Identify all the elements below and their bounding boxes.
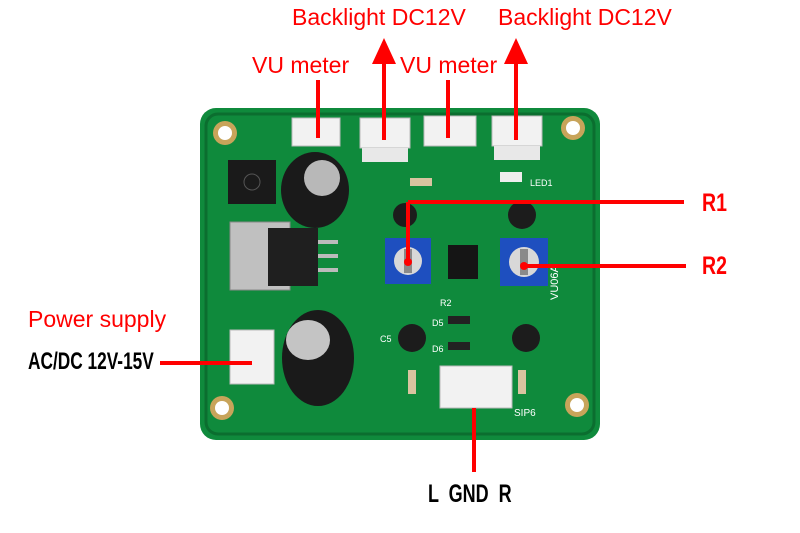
backlight-right-arrowhead	[504, 38, 528, 64]
silk-led1: LED1	[530, 178, 553, 188]
power-supply-label: Power supply	[28, 306, 167, 332]
r1-label: R1	[702, 189, 727, 217]
ic-chip	[448, 245, 478, 279]
silk-model: VU06A	[549, 264, 561, 300]
silk-d6: D6	[432, 344, 444, 354]
pcb-edge	[204, 112, 596, 436]
small-components	[408, 172, 526, 394]
audio-connector	[439, 365, 513, 409]
r1-dot	[404, 258, 412, 266]
mounting-holes	[210, 116, 589, 420]
r2-dot	[520, 262, 528, 270]
bridge-rectifier	[228, 160, 276, 204]
bridge-marker	[243, 173, 261, 191]
vu-meter-label-left: VU meter	[252, 52, 350, 78]
silk-d5: D5	[432, 318, 444, 328]
backlight-label-right: Backlight DC12V	[498, 4, 672, 30]
top-capacitor	[281, 152, 349, 228]
power-input-label: AC/DC 12V-15V	[28, 348, 154, 375]
voltage-regulator	[268, 228, 318, 286]
r2-label: R2	[702, 252, 727, 280]
silk-r2: R2	[440, 298, 452, 308]
backlight-label-left: Backlight DC12V	[292, 4, 466, 30]
main-capacitor	[282, 310, 354, 406]
backlight-left-arrowhead	[372, 38, 396, 64]
silk-sip6: SIP6	[514, 408, 536, 419]
annotation-lines	[160, 60, 686, 472]
vu-meter-label-right: VU meter	[400, 52, 498, 78]
annotation-arrowheads	[372, 38, 528, 270]
audio-input-label: L GND R	[428, 480, 512, 508]
power-connector	[229, 329, 275, 385]
small-capacitors	[393, 201, 540, 352]
silk-c5: C5	[380, 334, 392, 344]
